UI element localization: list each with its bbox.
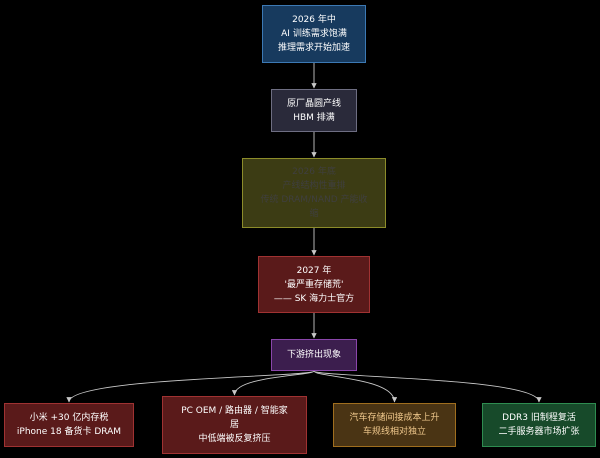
node-pc-oem: PC OEM / 路由器 / 智能家 居 中低端被反复挤压 <box>162 396 307 454</box>
node-label: 下游挤出现象 <box>286 350 341 360</box>
node-2027-shortage: 2027 年 '最严重存储荒' —— SK 海力士官方 <box>258 256 370 313</box>
edge-n5-n7 <box>231 370 315 396</box>
node-label: DDR3 旧制程复活 二手服务器市场扩张 <box>498 413 580 437</box>
node-2026-yearend: 2026 年底 产线结构性重排 传统 DRAM/NAND 产能收 缩 <box>242 158 386 228</box>
node-xiaomi-iphone: 小米 +30 亿内存税 iPhone 18 备货卡 DRAM <box>4 403 134 447</box>
node-label: 2027 年 '最严重存储荒' —— SK 海力士官方 <box>273 265 355 304</box>
node-label: 2026 年中 AI 训练需求饱满 推理需求开始加速 <box>277 15 350 53</box>
node-label: PC OEM / 路由器 / 智能家 居 中低端被反复挤压 <box>181 406 288 444</box>
edge-n5-n9 <box>313 370 542 403</box>
node-ddr3-revival: DDR3 旧制程复活 二手服务器市场扩张 <box>482 403 596 447</box>
node-2026-midyear: 2026 年中 AI 训练需求饱满 推理需求开始加速 <box>262 5 366 63</box>
node-fab-lines-hbm: 原厂晶圆产线 HBM 排满 <box>271 89 357 132</box>
edge-n5-n8 <box>313 370 398 403</box>
edge-n5-n6 <box>66 370 315 403</box>
node-automotive: 汽车存储间接成本上升 车规线相对独立 <box>333 403 456 447</box>
node-label: 小米 +30 亿内存税 iPhone 18 备货卡 DRAM <box>16 413 122 437</box>
node-downstream-squeeze: 下游挤出现象 <box>271 339 357 371</box>
node-label: 汽车存储间接成本上升 车规线相对独立 <box>349 413 440 437</box>
node-label: 2026 年底 产线结构性重排 传统 DRAM/NAND 产能收 缩 <box>260 167 368 219</box>
node-label: 原厂晶圆产线 HBM 排满 <box>286 98 341 123</box>
